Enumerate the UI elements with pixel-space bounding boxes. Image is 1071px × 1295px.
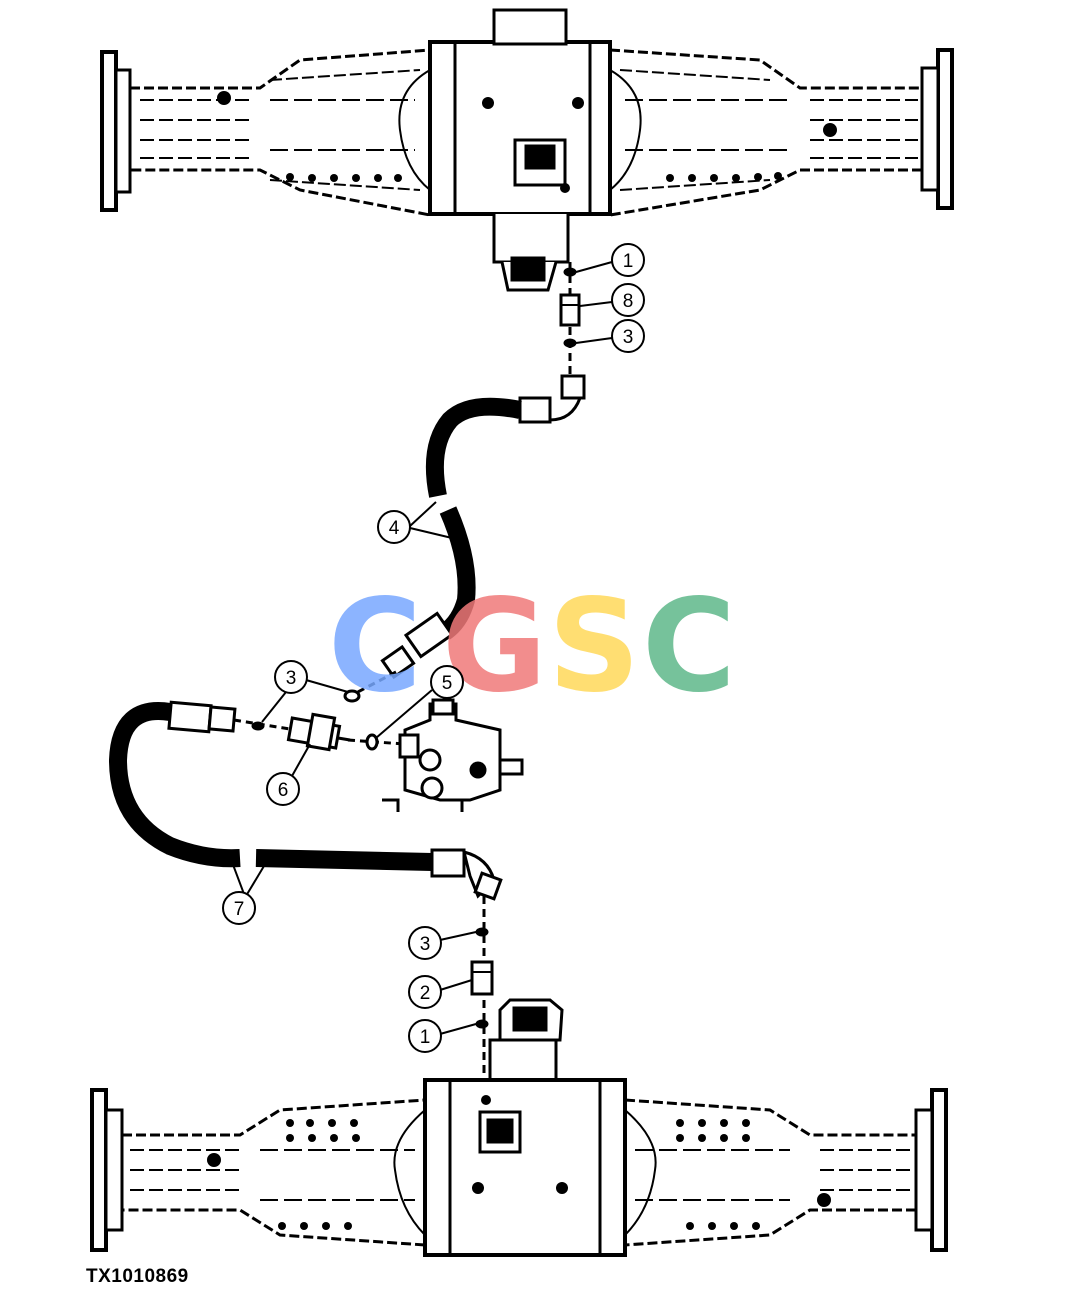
o-ring-1-top — [563, 267, 577, 277]
o-ring-3-low — [475, 927, 489, 937]
figure-id: TX1010869 — [86, 1266, 189, 1287]
o-ring-3-top — [563, 338, 577, 348]
watermark-letter-c2: C — [642, 572, 736, 721]
callout-circle — [611, 283, 645, 317]
callout-3-top: 3 — [623, 327, 634, 348]
callout-7: 7 — [234, 899, 245, 920]
callout-circle — [274, 660, 308, 694]
callout-3-low: 3 — [420, 934, 431, 955]
callout-circle — [408, 926, 442, 960]
callout-circle — [266, 772, 300, 806]
front-axle-assembly — [100, 8, 954, 292]
top-fitting-chain — [559, 262, 581, 378]
adapter-fitting-8 — [559, 293, 581, 327]
callout-6: 6 — [278, 780, 289, 801]
rear-axle-assembly — [90, 998, 948, 1257]
hose-4 — [353, 374, 586, 696]
callout-8: 8 — [623, 291, 634, 312]
valve-group — [233, 689, 524, 812]
watermark-letter-c1: C — [328, 572, 422, 721]
lower-fitting-chain — [470, 896, 494, 1080]
tee-fitting-6 — [286, 712, 351, 752]
watermark: C G S C — [328, 572, 736, 721]
adapter-fitting-2 — [470, 960, 494, 996]
valve-body — [382, 698, 524, 812]
callout-circle — [611, 243, 645, 277]
o-ring-5 — [365, 733, 379, 751]
callout-circle — [377, 510, 411, 544]
o-ring-1-low — [475, 1019, 489, 1029]
hose-7 — [108, 700, 503, 901]
callout-1-top: 1 — [623, 251, 634, 272]
callout-3-mid: 3 — [286, 668, 297, 689]
callout-circle — [222, 891, 256, 925]
o-ring-3-mid-right — [343, 689, 361, 703]
watermark-letter-g: G — [442, 572, 547, 721]
callout-circle — [408, 975, 442, 1009]
callout-2: 2 — [420, 983, 431, 1004]
callout-circle — [430, 665, 464, 699]
callouts: 1 8 3 4 3 5 6 7 3 — [222, 243, 645, 1053]
callout-5: 5 — [442, 673, 453, 694]
callout-circle — [611, 319, 645, 353]
callout-4: 4 — [389, 518, 400, 539]
callout-1-low: 1 — [420, 1027, 431, 1048]
watermark-letter-s: S — [548, 572, 640, 721]
callout-circle — [408, 1019, 442, 1053]
